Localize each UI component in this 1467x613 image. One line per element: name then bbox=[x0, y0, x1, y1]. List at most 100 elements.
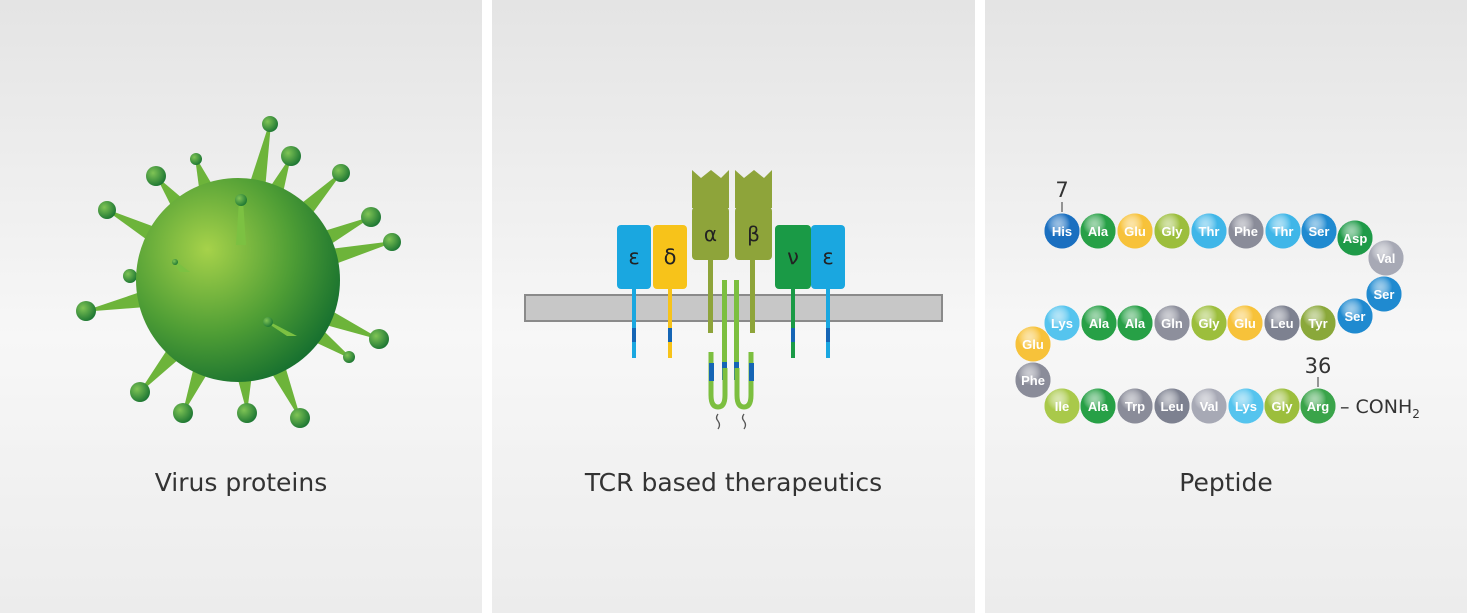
tcr-alpha-chain: α bbox=[692, 170, 729, 260]
residue-label: Ala bbox=[1088, 399, 1109, 414]
residue-glu: Glu bbox=[1227, 305, 1263, 341]
virus-spike-knob bbox=[332, 164, 350, 182]
cd3-epsilon-left: ε bbox=[617, 225, 651, 358]
residue-ser: Ser bbox=[1366, 276, 1402, 312]
residue-ala: Ala bbox=[1080, 213, 1116, 249]
virus-spike-knob bbox=[190, 153, 202, 165]
residue-label: Gln bbox=[1161, 316, 1183, 331]
caption-tcr-therapeutics: TCR based therapeutics bbox=[584, 468, 883, 497]
residue-tyr: Tyr bbox=[1300, 305, 1336, 341]
residue-label: Glu bbox=[1022, 337, 1044, 352]
residue-gln: Gln bbox=[1154, 305, 1190, 341]
residue-label: Ser bbox=[1374, 287, 1395, 302]
residue-label: His bbox=[1052, 224, 1072, 239]
start-position-label: 7 bbox=[1055, 178, 1068, 202]
residue-ile: Ile bbox=[1044, 388, 1080, 424]
surface-spike bbox=[173, 262, 190, 272]
residue-label: Arg bbox=[1307, 399, 1329, 414]
residue-his: His bbox=[1044, 213, 1080, 249]
residue-label: Lys bbox=[1051, 316, 1073, 331]
surface-spike bbox=[236, 200, 246, 245]
virus-surface-spikes bbox=[172, 194, 297, 336]
residue-label: Ser bbox=[1309, 224, 1330, 239]
virus-spike-knob bbox=[262, 116, 278, 132]
residue-leu: Leu bbox=[1154, 388, 1190, 424]
caption-peptide: Peptide bbox=[1179, 468, 1273, 497]
residue-gly: Gly bbox=[1264, 388, 1300, 424]
svg-text:ε: ε bbox=[822, 245, 833, 269]
residue-asp: Asp bbox=[1337, 220, 1373, 256]
cd3-delta: δ bbox=[653, 225, 687, 358]
residue-ser: Ser bbox=[1301, 213, 1337, 249]
residue-lys: Lys bbox=[1044, 305, 1080, 341]
virus-body bbox=[136, 178, 340, 382]
svg-text:ν: ν bbox=[787, 245, 799, 269]
peptide-annotations: 7 36 – CONH2 bbox=[1055, 178, 1420, 421]
residue-thr: Thr bbox=[1191, 213, 1227, 249]
residue-label: Leu bbox=[1160, 399, 1183, 414]
surface-spike-knob bbox=[235, 194, 247, 206]
residue-label: Trp bbox=[1125, 399, 1145, 414]
surface-spike bbox=[266, 322, 297, 336]
residue-label: Ala bbox=[1125, 316, 1146, 331]
cell-membrane bbox=[524, 294, 943, 322]
panel-virus-proteins: Virus proteins bbox=[0, 0, 482, 613]
residue-lys: Lys bbox=[1228, 388, 1264, 424]
residue-phe: Phe bbox=[1015, 362, 1051, 398]
residue-label: Gly bbox=[1199, 316, 1221, 331]
tcr-illustration: α β ε δ ν ε bbox=[524, 170, 943, 430]
surface-spike-knob bbox=[263, 317, 273, 327]
alpha-label: α bbox=[704, 222, 717, 246]
end-position-label: 36 bbox=[1305, 354, 1332, 378]
residue-ala: Ala bbox=[1080, 388, 1116, 424]
svg-text:ε: ε bbox=[628, 245, 639, 269]
residue-ala: Ala bbox=[1117, 305, 1153, 341]
residue-label: Asp bbox=[1343, 231, 1368, 246]
residue-label: Val bbox=[1377, 251, 1396, 266]
virus-spike-knob bbox=[173, 403, 193, 423]
surface-spike-knob bbox=[172, 259, 178, 265]
caption-virus-proteins: Virus proteins bbox=[154, 468, 328, 497]
residue-label: Ser bbox=[1345, 309, 1366, 324]
residue-label: Leu bbox=[1270, 316, 1293, 331]
virus-illustration bbox=[76, 116, 401, 428]
c-terminal-label: – CONH2 bbox=[1340, 396, 1420, 421]
residue-gly: Gly bbox=[1154, 213, 1190, 249]
virus-spike-knob bbox=[290, 408, 310, 428]
residue-label: Tyr bbox=[1308, 316, 1327, 331]
residue-label: Phe bbox=[1021, 373, 1045, 388]
residue-label: Ile bbox=[1055, 399, 1069, 414]
virus-spike-knob bbox=[146, 166, 166, 186]
residue-glu: Glu bbox=[1015, 326, 1051, 362]
residue-thr: Thr bbox=[1265, 213, 1301, 249]
tcr-alpha-beta-stalks bbox=[708, 258, 755, 430]
residue-glu: Glu bbox=[1117, 213, 1153, 249]
residue-arg: Arg bbox=[1300, 388, 1336, 424]
residue-label: Val bbox=[1200, 399, 1219, 414]
virus-spike-knob bbox=[237, 403, 257, 423]
cd3-nu: ν bbox=[775, 225, 811, 358]
residue-label: Ala bbox=[1089, 316, 1110, 331]
residue-label: Lys bbox=[1235, 399, 1257, 414]
residue-label: Ala bbox=[1088, 224, 1109, 239]
beta-label: β bbox=[747, 222, 760, 246]
virus-spike-knob bbox=[369, 329, 389, 349]
virus-spike-knob bbox=[98, 201, 116, 219]
residue-label: Glu bbox=[1234, 316, 1256, 331]
virus-spike-knob bbox=[123, 269, 137, 283]
virus-spike-knob bbox=[343, 351, 355, 363]
residue-label: Thr bbox=[1273, 224, 1294, 239]
cd3-epsilon-right: ε bbox=[811, 225, 845, 358]
residue-val: Val bbox=[1191, 388, 1227, 424]
residue-ser: Ser bbox=[1337, 298, 1373, 334]
residue-gly: Gly bbox=[1191, 305, 1227, 341]
svg-text:δ: δ bbox=[664, 245, 677, 269]
tcr-beta-chain: β bbox=[735, 170, 772, 260]
virus-spike-knob bbox=[130, 382, 150, 402]
residue-label: Gly bbox=[1162, 224, 1184, 239]
residue-ala: Ala bbox=[1081, 305, 1117, 341]
residue-label: Gly bbox=[1272, 399, 1294, 414]
